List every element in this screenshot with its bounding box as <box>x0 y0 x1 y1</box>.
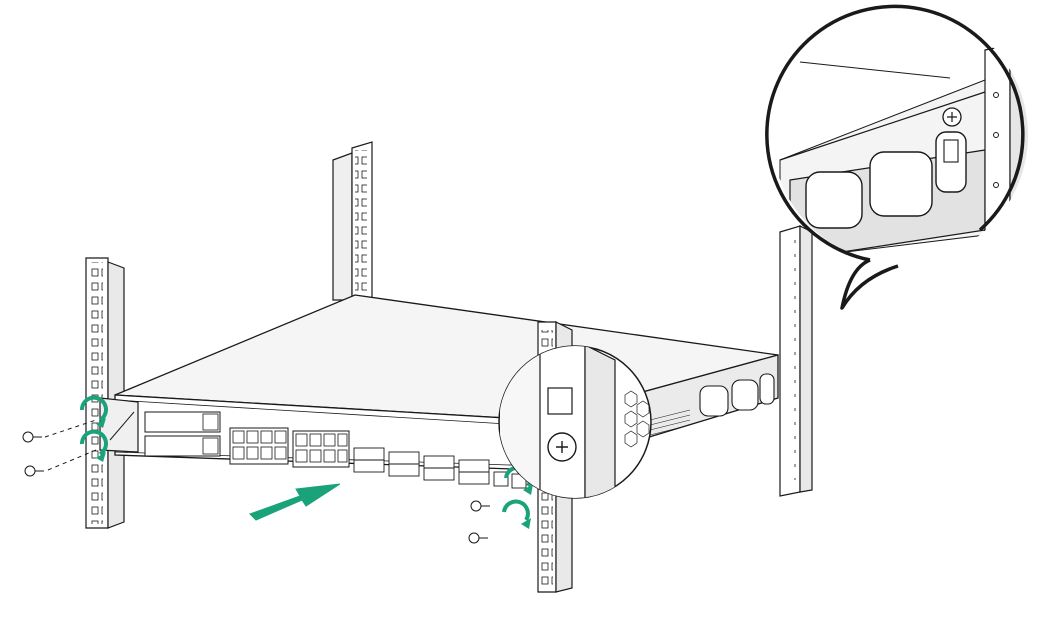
zoom-callout-middle <box>498 345 652 499</box>
screw-icon <box>22 431 490 544</box>
sfp-blocks <box>353 447 490 485</box>
rack-post-back-right <box>779 225 813 497</box>
insert-arrow-icon <box>249 483 341 521</box>
port-block-2 <box>292 430 350 468</box>
port-block-1 <box>229 427 289 465</box>
rack-post-back-left <box>332 141 373 303</box>
switch-chassis <box>99 294 779 489</box>
